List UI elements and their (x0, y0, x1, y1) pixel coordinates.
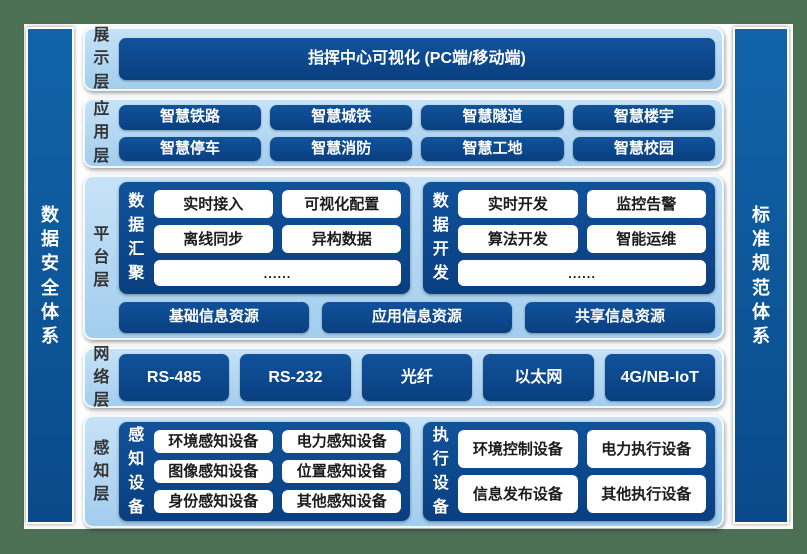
more-ellipsis: ...... (458, 260, 707, 286)
data-security-bar-label: 数据安全体系 (40, 204, 59, 347)
app-item: 智慧城铁 (270, 105, 413, 130)
sensing-devices-label: 感知设备 (128, 426, 145, 516)
device-item: 位置感知设备 (282, 460, 402, 483)
app-item: 智慧校园 (572, 136, 715, 161)
network-grid: RS-485 RS-232 光纤 以太网 4G/NB-IoT (118, 354, 715, 401)
device-item: 电力执行设备 (586, 430, 707, 468)
network-item: 4G/NB-IoT (604, 354, 715, 401)
command-center-banner: 指挥中心可视化 (PC端/移动端) (118, 38, 715, 80)
device-item: 环境感知设备 (153, 430, 273, 453)
platform-item: 监控告警 (586, 190, 707, 218)
device-item: 环境控制设备 (458, 430, 578, 468)
app-item: 智慧工地 (421, 136, 564, 161)
app-item: 智慧停车 (118, 136, 262, 161)
layer-network-label: 网络层 (93, 345, 110, 410)
platform-item: 实时接入 (153, 190, 273, 218)
app-item: 智慧楼宇 (572, 105, 715, 130)
data-security-bar: 数据安全体系 (26, 27, 74, 524)
data-aggregation-label: 数据汇聚 (128, 193, 145, 282)
data-development-group: 数据开发 实时开发 监控告警 算法开发 智能运维 ...... (423, 182, 716, 294)
layer-application: 应用层 智慧铁路 智慧城铁 智慧隧道 智慧楼宇 智慧停车 智慧消防 智慧工地 智… (83, 98, 724, 168)
resource-row: 基础信息资源 应用信息资源 共享信息资源 (118, 302, 715, 333)
sensing-devices-group: 感知设备 环境感知设备 电力感知设备 图像感知设备 位置感知设备 身份感知设备 … (118, 422, 411, 521)
layer-platform: 平台层 数据汇聚 实时接入 可视化配置 离线同步 异构数据 ...... (83, 175, 724, 340)
platform-item: 异构数据 (282, 225, 402, 253)
network-item: RS-232 (240, 354, 351, 401)
network-item: RS-485 (118, 354, 230, 401)
app-item: 智慧消防 (270, 136, 413, 161)
platform-item: 可视化配置 (282, 190, 402, 218)
application-grid: 智慧铁路 智慧城铁 智慧隧道 智慧楼宇 智慧停车 智慧消防 智慧工地 智慧校园 (118, 105, 715, 161)
actuator-devices-label: 执行设备 (432, 426, 449, 516)
network-item: 光纤 (361, 354, 473, 401)
resource-item: 共享信息资源 (524, 302, 715, 333)
platform-item: 智能运维 (586, 225, 707, 253)
resource-item: 应用信息资源 (321, 302, 512, 333)
device-item: 其他感知设备 (282, 490, 402, 513)
network-item: 以太网 (483, 354, 594, 401)
platform-item: 算法开发 (458, 225, 578, 253)
layer-network: 网络层 RS-485 RS-232 光纤 以太网 4G/NB-IoT (83, 346, 724, 409)
data-development-label: 数据开发 (432, 193, 449, 282)
app-item: 智慧隧道 (421, 105, 564, 130)
platform-item: 实时开发 (458, 190, 578, 218)
layer-application-label: 应用层 (93, 101, 110, 165)
layer-display: 展示层 指挥中心可视化 (PC端/移动端) (83, 27, 724, 91)
standards-bar-label: 标准规范体系 (751, 204, 770, 347)
device-item: 身份感知设备 (153, 490, 273, 513)
platform-item: 离线同步 (153, 225, 273, 253)
layer-perception: 感知层 感知设备 环境感知设备 电力感知设备 图像感知设备 位置感知设备 身份感… (83, 415, 724, 528)
app-item: 智慧铁路 (118, 105, 262, 130)
device-item: 图像感知设备 (153, 460, 273, 483)
resource-item: 基础信息资源 (118, 302, 309, 333)
diagram-panel: 数据安全体系 展示层 指挥中心可视化 (PC端/移动端) 应用层 智慧铁路 智慧… (24, 24, 793, 529)
layer-perception-label: 感知层 (93, 439, 110, 504)
more-ellipsis: ...... (153, 260, 402, 286)
standards-bar: 标准规范体系 (733, 27, 789, 524)
device-item: 电力感知设备 (282, 430, 402, 453)
actuator-devices-group: 执行设备 环境控制设备 电力执行设备 信息发布设备 其他执行设备 (423, 422, 716, 521)
device-item: 信息发布设备 (458, 475, 578, 513)
layer-stack: 展示层 指挥中心可视化 (PC端/移动端) 应用层 智慧铁路 智慧城铁 智慧隧道… (83, 27, 724, 528)
layer-platform-label: 平台层 (93, 225, 110, 290)
device-item: 其他执行设备 (586, 475, 707, 513)
data-aggregation-group: 数据汇聚 实时接入 可视化配置 离线同步 异构数据 ...... (118, 182, 411, 294)
layer-display-label: 展示层 (93, 27, 110, 91)
